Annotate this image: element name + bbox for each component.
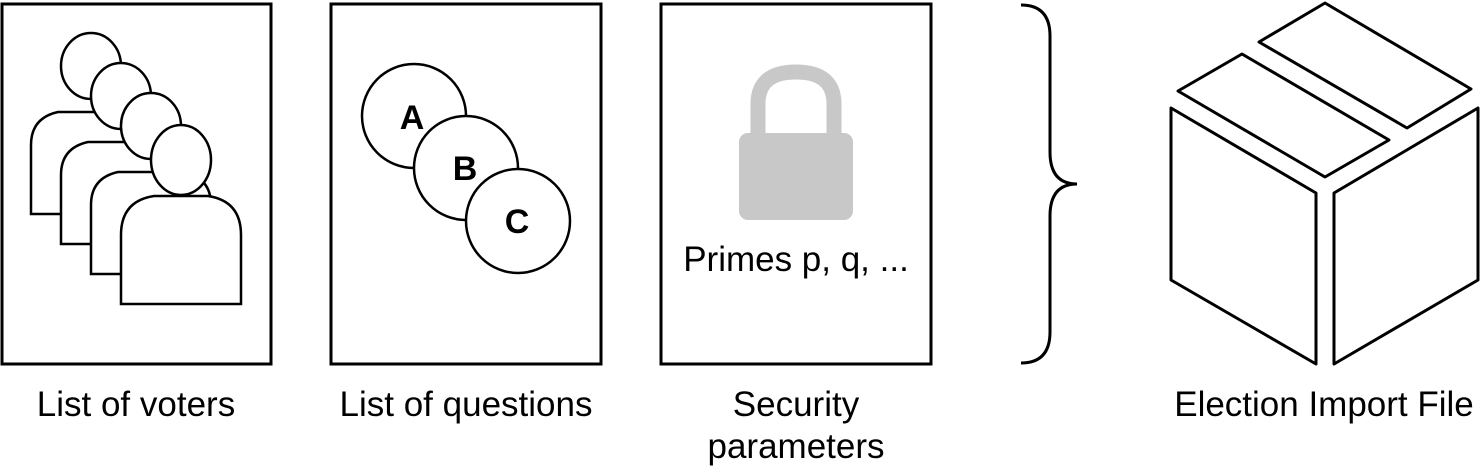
box-top-right-flap: [1257, 1, 1473, 130]
lock-icon: [739, 64, 853, 220]
lock-shackle: [750, 64, 842, 134]
box-right-face: [1332, 106, 1480, 366]
questions-panel: A B C: [329, 2, 603, 366]
security-panel: [659, 2, 933, 366]
people-icon: [29, 31, 243, 306]
person-4: [119, 123, 243, 306]
option-circle-c: C: [464, 167, 572, 275]
lock-body: [739, 133, 853, 220]
box-left-face: [1169, 106, 1318, 366]
voters-panel: [0, 2, 273, 366]
questions-caption: List of questions: [339, 385, 593, 424]
voters-caption: List of voters: [36, 385, 236, 424]
option-circles-icon: A B C: [360, 62, 572, 275]
option-label-b: B: [453, 150, 478, 188]
security-caption-line1: Security: [732, 385, 860, 424]
right-curly-brace-icon: [1020, 3, 1078, 365]
box-top-left-flap: [1176, 52, 1391, 179]
output-caption: Election Import File: [1174, 385, 1474, 424]
security-inner-text: Primes p, q, ...: [683, 240, 909, 279]
package-box-icon: [1169, 1, 1480, 366]
option-label-a: A: [400, 99, 425, 137]
option-label-c: C: [505, 203, 530, 241]
security-caption-line2: parameters: [707, 427, 885, 466]
